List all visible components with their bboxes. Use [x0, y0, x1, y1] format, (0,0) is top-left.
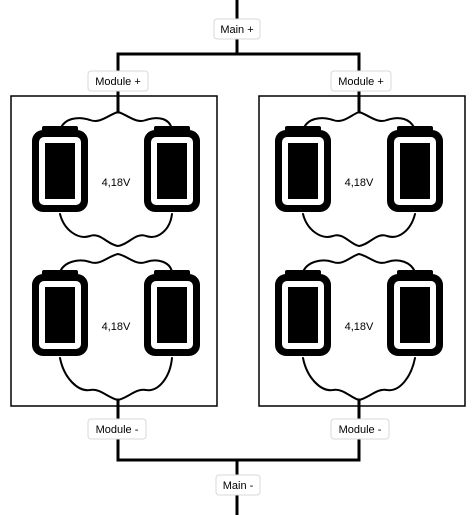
module-minus-label-left: Module -: [87, 418, 147, 440]
module-plus-label-left: Module +: [87, 70, 149, 92]
module-left: 4,18V 4,18V: [10, 95, 218, 407]
svg-text:Main +: Main +: [220, 24, 253, 36]
battery-icon: [387, 126, 443, 212]
svg-text:Module +: Module +: [95, 76, 141, 88]
battery-icon: [144, 270, 200, 356]
cell-voltage-label: 4,18V: [345, 321, 374, 333]
module-minus-label-right: Module -: [330, 418, 390, 440]
cell-voltage-label: 4,18V: [345, 177, 374, 189]
main-plus-label: Main +: [213, 18, 261, 40]
main-minus-bus: [116, 403, 361, 515]
svg-text:Module -: Module -: [339, 424, 382, 436]
battery-icon: [32, 126, 88, 212]
svg-text:Main -: Main -: [223, 480, 254, 492]
battery-icon: [144, 126, 200, 212]
battery-icon: [387, 270, 443, 356]
cell-voltage-label: 4,18V: [102, 177, 131, 189]
module-plus-label-right: Module +: [330, 70, 392, 92]
battery-icon: [275, 270, 331, 356]
svg-text:Module -: Module -: [96, 424, 139, 436]
module-right: 4,18V 4,18V: [258, 95, 466, 407]
svg-text:Module +: Module +: [338, 76, 384, 88]
main-plus-bus: [116, 0, 361, 100]
battery-icon: [32, 270, 88, 356]
main-minus-label: Main -: [215, 474, 261, 496]
cell-voltage-label: 4,18V: [102, 321, 131, 333]
battery-icon: [275, 126, 331, 212]
